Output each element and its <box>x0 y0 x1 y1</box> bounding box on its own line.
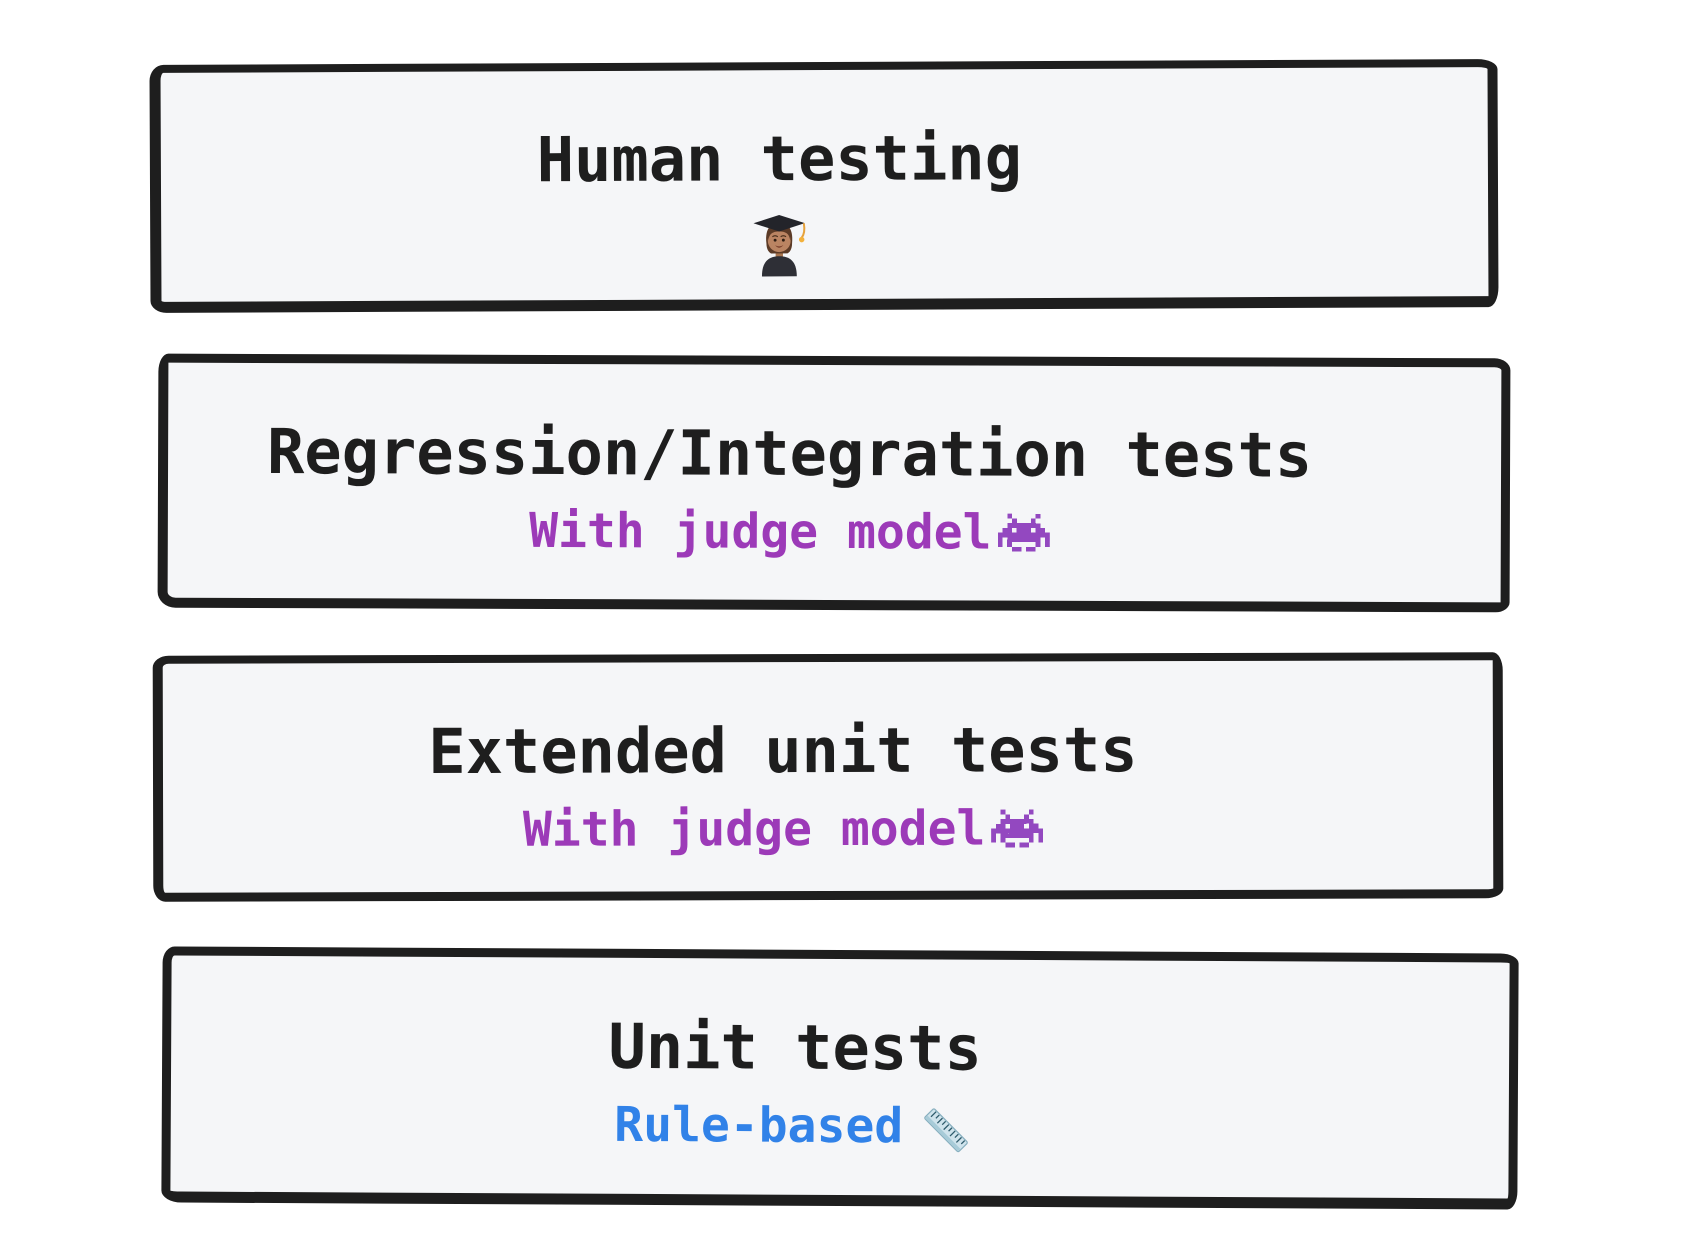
subtitle-label: Rule-based <box>614 1096 904 1155</box>
box-content: Extended unit tests With judge model <box>428 713 1138 858</box>
box-content: Unit tests Rule-based <box>608 1009 982 1155</box>
box-content: Regression/Integration tests With judge … <box>266 415 1313 561</box>
box-extended-unit-tests: Extended unit tests With judge model <box>152 652 1504 902</box>
student-emoji <box>753 214 806 277</box>
subtitle-label: With judge model <box>522 800 986 858</box>
alien-monster-emoji <box>991 809 1044 848</box>
box-unit-tests: Unit tests Rule-based <box>161 946 1519 1210</box>
box-human-testing: Human testing <box>149 59 1499 313</box>
subtitle-label: With judge model <box>529 502 992 561</box>
box-subtitle: With judge model <box>529 502 1050 561</box>
ruler-emoji <box>924 1108 969 1153</box>
box-title: Regression/Integration tests <box>266 415 1313 492</box>
box-subtitle: With judge model <box>522 800 1044 858</box>
box-title: Human testing <box>536 121 1023 197</box>
box-title: Extended unit tests <box>428 713 1138 789</box>
box-regression-integration-tests: Regression/Integration tests With judge … <box>157 353 1511 613</box>
box-subtitle: Rule-based <box>614 1096 975 1155</box>
box-title: Unit tests <box>608 1009 982 1085</box>
alien-monster-emoji <box>997 513 1050 552</box>
box-content: Human testing <box>536 121 1023 279</box>
